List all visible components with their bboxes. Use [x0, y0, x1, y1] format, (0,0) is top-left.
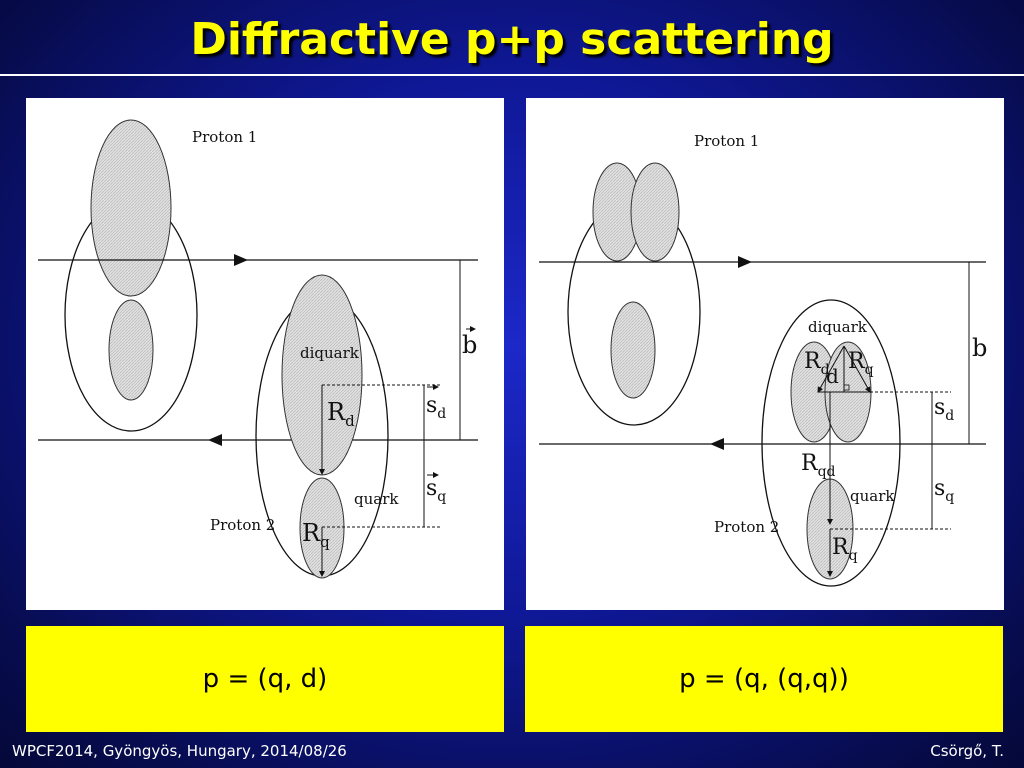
caption-quark-diquark: p = (q, d) — [26, 626, 504, 732]
beam-arrow-left — [710, 438, 724, 450]
impact-parameter-label: b — [972, 334, 987, 362]
footer-conference: WPCF2014, Gyöngyös, Hungary, 2014/08/26 — [12, 742, 347, 760]
s-quark-label: sq — [426, 476, 446, 505]
diagram-right-svg: Proton 1 b diquark quark Proton 2 Rd d R… — [539, 132, 987, 587]
quark-label: quark — [354, 490, 399, 508]
radius-d-label: Rd — [804, 349, 830, 378]
proton1-label: Proton 1 — [192, 128, 257, 146]
s-quark-label: sq — [934, 476, 954, 505]
s-diquark-label: sd — [426, 393, 446, 422]
proton2-label: Proton 2 — [210, 516, 275, 534]
title-divider — [0, 74, 1024, 76]
diagram-three-quark: Proton 1 b diquark quark Proton 2 Rd d R… — [526, 98, 1004, 610]
radius-diquark-label: Rd — [327, 398, 355, 430]
diagram-left-svg: Proton 1 b diquark quark Proton 2 Rd Rq … — [38, 119, 478, 579]
impact-parameter-label: b — [462, 331, 477, 359]
proton2-outline — [761, 299, 901, 587]
diquark-label: diquark — [808, 318, 868, 336]
radius-quark-label: Rq — [832, 535, 858, 564]
diagram-quark-diquark: Proton 1 b diquark quark Proton 2 Rd Rq … — [26, 98, 504, 610]
proton1-diquark — [90, 119, 172, 297]
s-diquark-label: sd — [934, 395, 954, 424]
proton1-quark — [108, 299, 154, 401]
beam-arrow-left — [208, 434, 222, 446]
diquark-label: diquark — [300, 344, 360, 362]
proton1-label: Proton 1 — [694, 132, 759, 150]
beam-arrow-right — [738, 256, 752, 268]
right-angle-marker — [843, 384, 850, 391]
proton2-diquark — [281, 274, 363, 476]
proton1-quark-c — [610, 301, 656, 399]
radius-quark-label: Rq — [302, 519, 330, 551]
proton1-quark-b — [630, 162, 680, 262]
radius-qd-label: Rqd — [801, 451, 836, 480]
quark-label: quark — [850, 487, 895, 505]
radius-q-label: Rq — [848, 349, 874, 378]
radius-right-arrow — [843, 345, 871, 393]
radius-left-arrow — [817, 345, 845, 393]
caption-three-quark: p = (q, (q,q)) — [525, 626, 1003, 732]
slide-title: Diffractive p+p scattering — [190, 14, 834, 65]
footer-author: Csörgő, T. — [930, 742, 1004, 760]
beam-arrow-right — [234, 254, 248, 266]
proton2-label: Proton 2 — [714, 518, 779, 536]
diquark-d-label: d — [826, 364, 839, 388]
